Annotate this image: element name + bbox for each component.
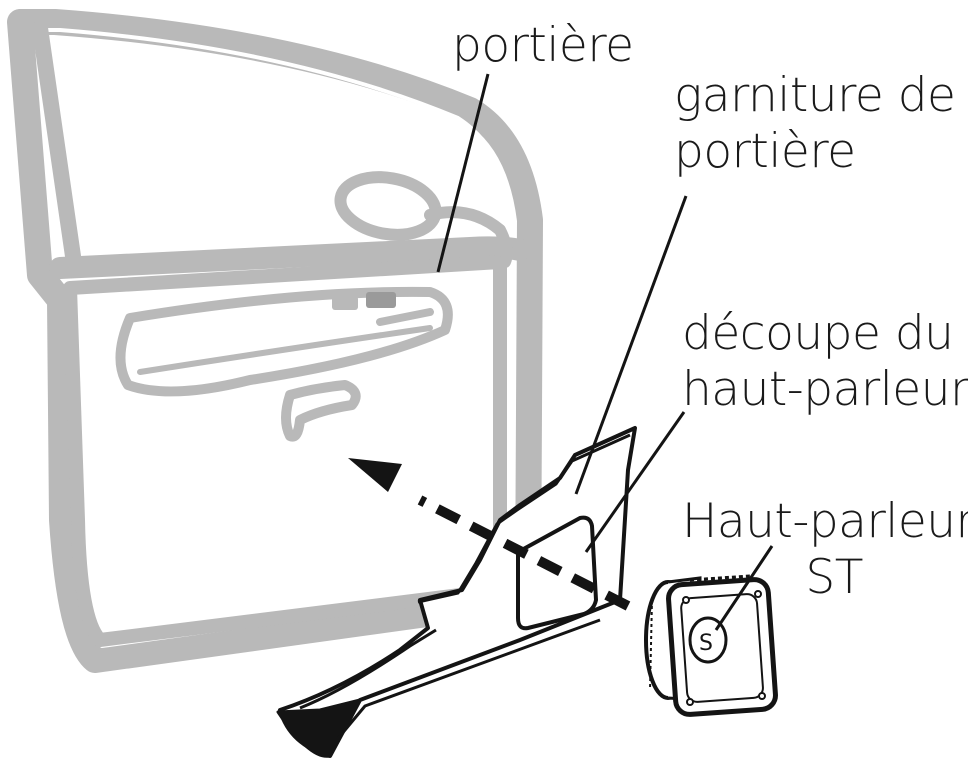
label-door-trim-line1: garniture de: [674, 68, 956, 123]
label-speaker-line2: ST: [805, 550, 863, 605]
install-direction-arrow: [348, 458, 631, 611]
label-door-text: portière: [452, 18, 634, 73]
label-door-trim-line2: portière: [674, 124, 856, 179]
leader-door: [436, 73, 490, 273]
door-trim-panel: [276, 426, 637, 758]
car-door: [7, 9, 543, 673]
label-speaker-cutout: découpe du haut-parleur: [682, 306, 968, 418]
label-door: portière: [452, 18, 634, 74]
label-speaker-line1: Haut-parleur: [682, 494, 968, 549]
label-door-trim: garniture de portière: [674, 68, 956, 180]
side-mirror: [334, 171, 513, 268]
armrest: [115, 286, 453, 397]
window-sill: [49, 236, 531, 279]
leader-cutout: [584, 411, 686, 553]
label-speaker: Haut-parleur ST: [682, 494, 968, 606]
label-speaker-cutout-line2: haut-parleur: [682, 362, 968, 417]
leader-lines: [436, 73, 774, 631]
speaker-logo-icon: S: [699, 631, 713, 656]
speaker-unit: S: [644, 574, 778, 717]
label-speaker-cutout-line1: découpe du: [682, 306, 954, 361]
door-handle: [281, 380, 361, 442]
leader-speaker: [714, 545, 774, 631]
leader-trim: [574, 195, 688, 495]
